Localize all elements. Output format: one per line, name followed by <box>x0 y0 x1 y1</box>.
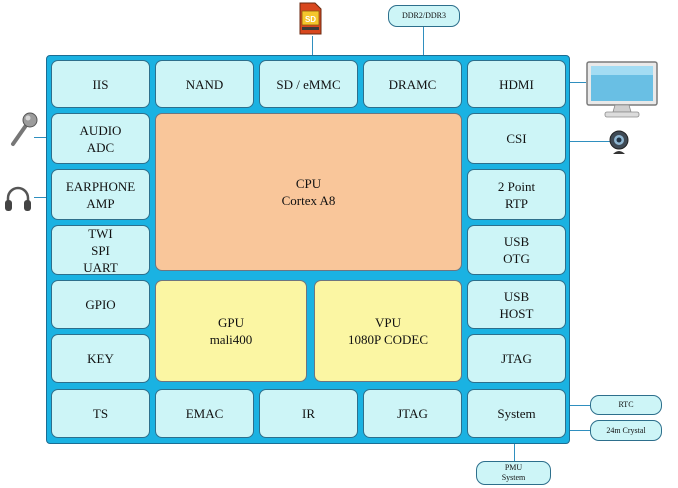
connector-headphones <box>34 197 47 198</box>
iis-block: IIS <box>51 60 150 108</box>
connector-microphone <box>34 137 47 138</box>
audio-adc-label-line: AUDIO <box>79 122 122 138</box>
jtag-right-block: JTAG <box>467 334 566 383</box>
twi-spi-uart-label-line: TWI <box>88 225 113 241</box>
usb-otg-block: USB OTG <box>467 225 566 275</box>
key-block: KEY <box>51 334 150 383</box>
jtag-bottom-label-line: JTAG <box>397 406 428 421</box>
sd-emmc-block: SD / eMMC <box>259 60 358 108</box>
dramc-block: DRAMC <box>363 60 462 108</box>
webcam-icon <box>607 130 631 156</box>
pmu-label-line: System <box>501 473 526 482</box>
twi-spi-uart-label-line: SPI <box>91 242 110 258</box>
rtc-external-label: RTC <box>590 395 662 415</box>
rtp-label-line: RTP <box>504 195 529 211</box>
gpu-label-line: mali400 <box>209 332 253 347</box>
usb-host-label-line: USB <box>503 288 530 304</box>
vpu-label-line: 1080P CODEC <box>347 332 429 347</box>
system-label-line: System <box>497 406 536 421</box>
ddr-external-label: DDR2/DDR3 <box>388 5 460 27</box>
cpu-label-line: Cortex A8 <box>281 193 336 208</box>
sd-card-label: SD <box>305 15 316 24</box>
key-label-line: KEY <box>87 351 114 366</box>
emac-block: EMAC <box>155 389 254 438</box>
gpu-block: GPU mali400 <box>155 280 307 382</box>
usb-otg-label-line: USB <box>503 234 530 249</box>
connector-rtc <box>566 405 590 406</box>
dramc-label-line: DRAMC <box>388 76 437 92</box>
sd-emmc-label-line: SD / eMMC <box>276 76 341 92</box>
jtag-right-label-line: JTAG <box>501 351 532 366</box>
gpio-block: GPIO <box>51 280 150 329</box>
iis-label-line: IIS <box>92 76 109 92</box>
gpu-label-line: GPU <box>217 315 244 330</box>
ts-label-line: TS <box>92 406 109 421</box>
rtc-label-line: RTC <box>618 400 634 409</box>
monitor-icon <box>584 60 660 120</box>
crystal-label-line: 24m Crystal <box>606 425 646 435</box>
connector-hdmi <box>570 82 586 83</box>
usb-host-label-line: HOST <box>499 305 534 321</box>
vpu-block: VPU 1080P CODEC <box>314 280 462 382</box>
microphone-icon <box>8 111 40 147</box>
nand-block: NAND <box>155 60 254 108</box>
hdmi-label-line: HDMI <box>499 76 534 92</box>
csi-label-line: CSI <box>506 131 527 146</box>
hdmi-block: HDMI <box>467 60 566 108</box>
crystal-external-label: 24m Crystal <box>590 420 662 441</box>
connector-ddr <box>423 27 424 56</box>
ir-label-line: IR <box>302 406 315 421</box>
sd-card-icon: SD <box>299 2 322 35</box>
nand-label-line: NAND <box>185 76 224 92</box>
gpio-label-line: GPIO <box>85 297 116 312</box>
connector-pmu <box>514 436 515 462</box>
usb-otg-label-line: OTG <box>503 251 530 266</box>
emac-label-line: EMAC <box>185 406 224 421</box>
pmu-label-line: PMU <box>504 463 523 472</box>
twi-spi-uart-label-line: UART <box>83 259 118 275</box>
ts-block: TS <box>51 389 150 438</box>
connector-csi <box>570 141 610 142</box>
csi-block: CSI <box>467 113 566 164</box>
headphones-icon <box>3 184 33 214</box>
jtag-bottom-block: JTAG <box>363 389 462 438</box>
ir-block: IR <box>259 389 358 438</box>
system-block: System <box>467 389 566 438</box>
vpu-label-line: VPU <box>374 315 401 330</box>
cpu-block: CPU Cortex A8 <box>155 113 462 271</box>
rtp-label-line: 2 Point <box>497 178 536 194</box>
earphone-amp-label-line: AMP <box>86 195 115 211</box>
cpu-label-line: CPU <box>295 176 322 191</box>
connector-sd-card <box>312 36 313 56</box>
connector-crystal <box>566 430 590 431</box>
earphone-amp-label-line: EARPHONE <box>65 178 136 194</box>
ddr-label-line: DDR2/DDR3 <box>401 11 446 20</box>
audio-adc-label-line: ADC <box>86 139 115 155</box>
